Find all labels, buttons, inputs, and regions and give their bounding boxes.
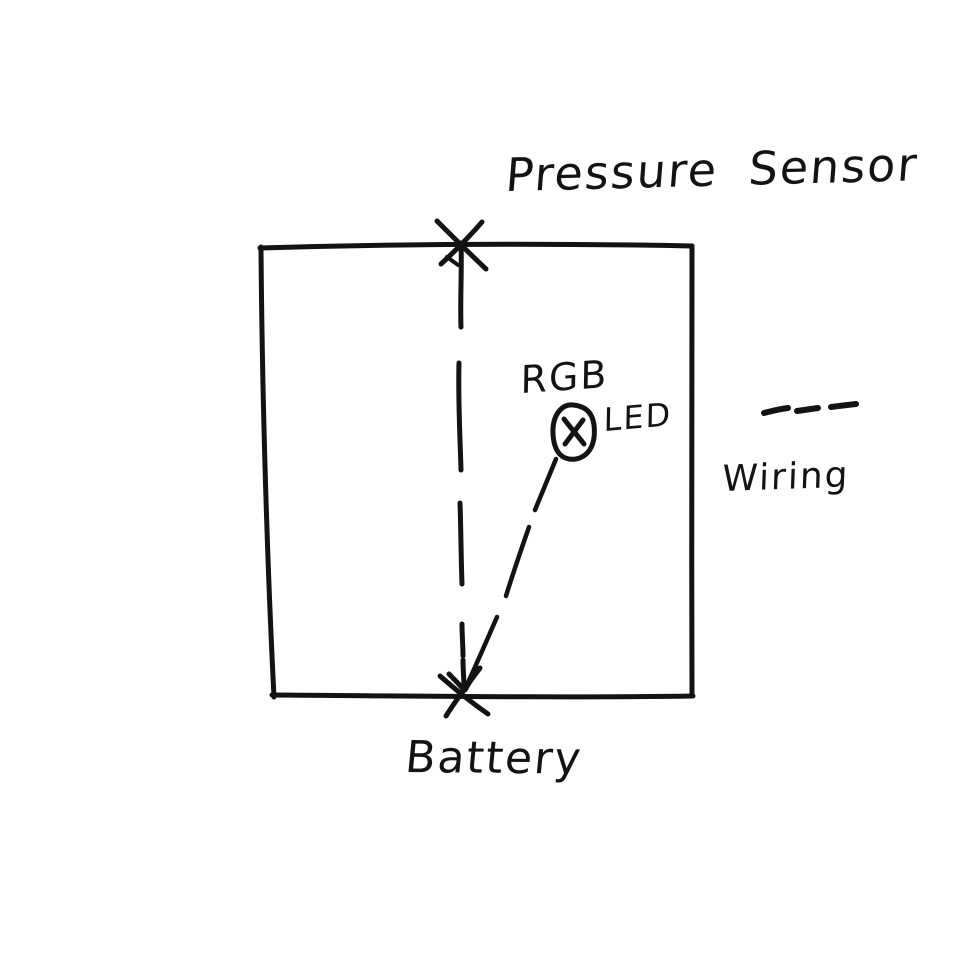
battery-label: Battery [403,732,585,785]
wiring-pressure-to-battery [446,240,480,693]
legend-dash-sample [761,401,859,416]
legend-wiring-label: Wiring [721,454,851,501]
rgb-led-node [550,402,597,462]
battery-x-marker [437,665,491,719]
pressure-sensor-label: Pressure Sensor [503,137,921,203]
rgb-label: RGB [520,351,609,403]
device-outline [257,241,696,700]
led-label: LED [603,395,673,440]
wiring-led-to-battery [463,456,559,690]
